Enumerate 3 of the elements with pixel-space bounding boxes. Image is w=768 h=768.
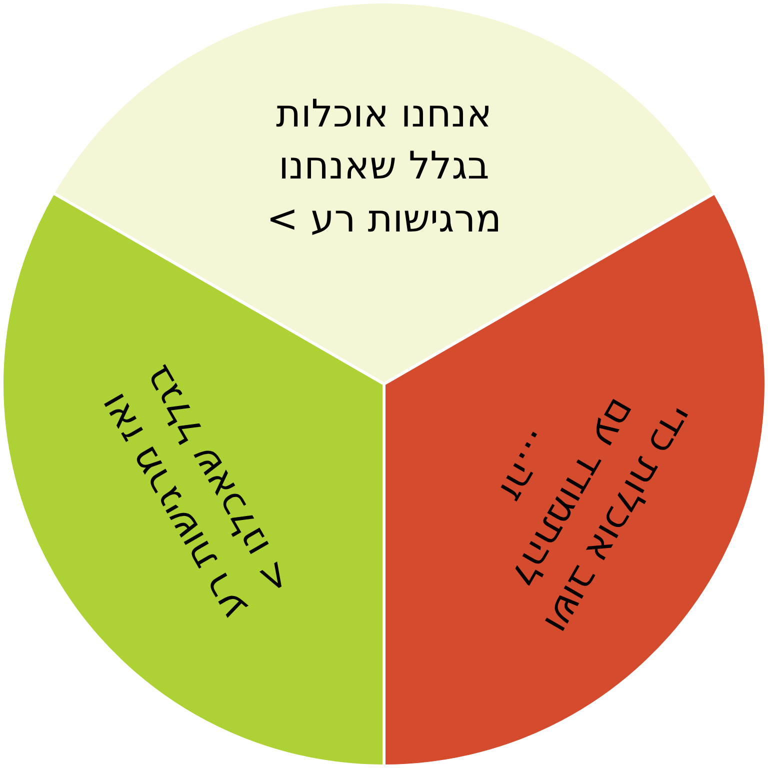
segment-text: ושוב אוכלות כדי להתמודד עם זה... <box>488 390 702 644</box>
segment-text: ואז מרגישות רע בגלל שאכלנו > <box>89 356 302 628</box>
segment-text: אנחנו אוכלות בגלל שאנחנו מרגישות רע > <box>266 90 502 242</box>
